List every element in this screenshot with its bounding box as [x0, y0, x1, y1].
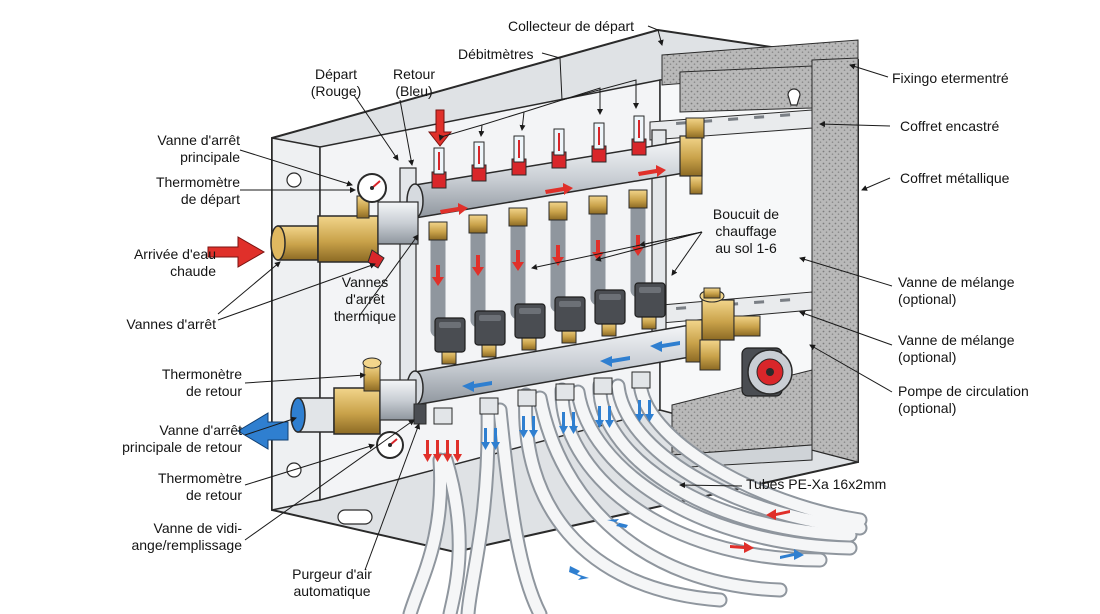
label-coffret-encastre: Coffret encastré [900, 118, 1000, 134]
label-vanne-arret-principale-retour: Vanne d'arrêt principale de retour [122, 422, 242, 455]
label-vanne-melange-2: Vanne de mélange (optional) [898, 332, 1015, 365]
leader-lines [217, 25, 893, 571]
supply-manifold-flow-arrows [440, 165, 666, 215]
mixing-and-pump-group [699, 287, 793, 397]
label-debitmetres: Débitmètres [458, 46, 534, 62]
label-coffret-metallique: Coffret métallique [900, 170, 1010, 186]
label-tubes-pexa: Tubes PE-Xa 16x2mm [746, 476, 887, 492]
supply-drop-arrow [427, 109, 453, 147]
label-depart-rouge: Départ (Rouge) [310, 66, 362, 99]
return-outlet-assembly [237, 357, 427, 459]
return-outlet-arrow [237, 412, 289, 450]
label-vannes-arret: Vannes d'arrêt [126, 316, 216, 332]
thermometer-icon [357, 173, 387, 203]
label-vannes-arret-thermique: Vannes d'arrêt thermique [333, 274, 397, 324]
label-pompe-circulation: Pompe de circulation (optional) [898, 383, 1029, 416]
label-thermometre-retour: Thermomètre de retour [157, 470, 242, 503]
pex-tubes [402, 197, 868, 614]
label-vanne-vidange: Vanne de vidi- ange/remplissage [131, 520, 242, 553]
label-vanne-melange-1: Vanne de mélange (optional) [898, 274, 1015, 307]
label-fixingo: Fixingo etermentré [892, 70, 1009, 86]
pump-icon [741, 347, 793, 397]
flowmeter-icon [431, 115, 647, 189]
label-arrivee-eau-chaude: Arrivée d'eau chaude [133, 246, 216, 279]
label-collecteur-depart: Collecteur de départ [508, 18, 635, 34]
return-flow-arrows [481, 400, 804, 580]
hot-water-inlet-arrow [207, 236, 266, 268]
label-thermonetre-retour: Thermonètre de retour [161, 366, 242, 399]
return-manifold-flow-arrows [462, 341, 680, 392]
label-purgeur-air: Purgeur d'air automatique [292, 566, 372, 599]
return-manifold [406, 282, 705, 425]
label-boucuit-chauffage: Boucuit de chauffage au sol 1-6 [712, 206, 780, 256]
actuator-icon [434, 282, 666, 365]
thermometer-icon [376, 431, 404, 459]
label-vanne-arret-principale: Vanne d'arrêt principale [157, 132, 240, 165]
label-retour-bleu: Retour (Bleu) [392, 66, 436, 99]
label-thermometre-depart: Thermomètre de départ [155, 174, 240, 207]
supply-inlet-assembly [207, 109, 453, 269]
